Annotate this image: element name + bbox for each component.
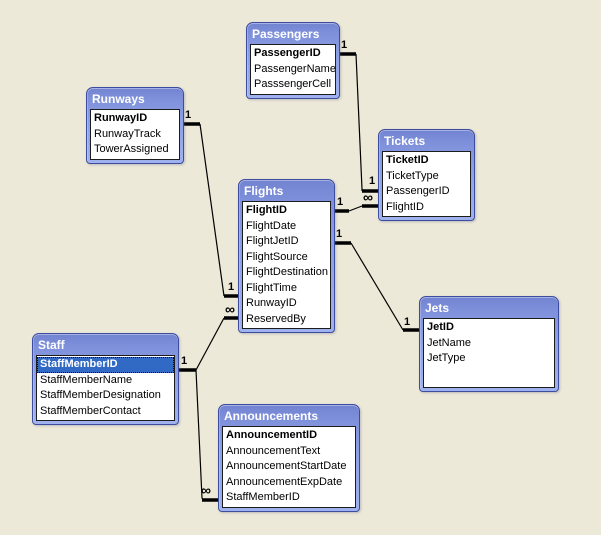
relationship-staff-flights[interactable]: [177, 316, 239, 372]
table-tickets-title[interactable]: Tickets: [384, 134, 426, 148]
relationship-runways-flights[interactable]: [182, 122, 239, 298]
field-row[interactable]: FlightID: [386, 200, 424, 213]
field-row[interactable]: FlightID: [246, 204, 287, 216]
table-flights-fields: FlightID FlightDate FlightJetID FlightSo…: [242, 201, 331, 329]
table-runways[interactable]: Runways RunwayID RunwayTrack TowerAssign…: [86, 87, 184, 164]
cardinality-label: 1: [337, 196, 344, 208]
field-row[interactable]: TicketID: [386, 154, 429, 166]
field-row[interactable]: StaffMemberID: [226, 491, 300, 503]
field-row[interactable]: AnnouncementExpDate: [226, 475, 343, 488]
table-flights-title[interactable]: Flights: [244, 184, 284, 198]
field-row[interactable]: FlightJetID: [246, 235, 299, 247]
field-row[interactable]: RunwayID: [246, 297, 297, 309]
field-row-selected[interactable]: StaffMemberID: [37, 357, 174, 373]
table-staff-title[interactable]: Staff: [38, 338, 65, 352]
cardinality-label: ∞: [363, 189, 373, 205]
field-row[interactable]: JetID: [427, 321, 454, 333]
cardinality-label: 1: [404, 316, 411, 328]
cardinality-label: 1: [185, 109, 192, 121]
field-row[interactable]: AnnouncementText: [226, 444, 321, 457]
field-row[interactable]: PassengerID: [386, 185, 450, 197]
field-row[interactable]: FlightDestination: [246, 266, 328, 278]
table-jets-title[interactable]: Jets: [425, 301, 450, 315]
table-jets-fields: JetID JetName JetType: [423, 318, 555, 388]
field-row[interactable]: RunwayID: [94, 112, 148, 124]
field-row[interactable]: StaffMemberContact: [40, 404, 141, 417]
table-passengers-title[interactable]: Passengers: [252, 27, 320, 41]
cardinality-label: 1: [341, 39, 348, 51]
field-row[interactable]: StaffMemberName: [40, 373, 133, 386]
field-row[interactable]: TowerAssigned: [94, 143, 169, 155]
field-row[interactable]: AnnouncementID: [226, 429, 318, 441]
cardinality-label: 1: [369, 175, 376, 187]
field-row[interactable]: JetName: [427, 336, 472, 349]
field-row[interactable]: FlightSource: [246, 250, 308, 263]
table-jets[interactable]: Jets JetID JetName JetType: [419, 296, 559, 392]
field-row[interactable]: ReservedBy: [246, 312, 306, 325]
field-row[interactable]: AnnouncementStartDate: [226, 460, 347, 472]
cardinality-label: 1: [336, 228, 343, 240]
table-tickets[interactable]: Tickets TicketID TicketType PassengerID …: [378, 129, 475, 221]
cardinality-label: 1: [181, 355, 188, 367]
relationship-passengers-tickets[interactable]: [338, 52, 379, 193]
table-announcements[interactable]: Announcements AnnouncementID Announcemen…: [218, 404, 360, 512]
relationship-flights-tickets[interactable]: [333, 204, 379, 213]
cardinality-label: ∞: [225, 301, 235, 317]
field-row[interactable]: PassengerID: [254, 47, 321, 59]
table-passengers-fields: PassengerID PassengerName PasssengerCell: [250, 44, 336, 95]
table-tickets-fields: TicketID TicketType PassengerID FlightID: [382, 151, 471, 217]
field-row[interactable]: TicketType: [386, 169, 439, 182]
table-announcements-fields: AnnouncementID AnnouncementText Announce…: [222, 426, 356, 508]
table-announcements-title[interactable]: Announcements: [224, 409, 319, 423]
table-passengers[interactable]: Passengers PassengerID PassengerName Pas…: [246, 22, 340, 99]
table-runways-fields: RunwayID RunwayTrack TowerAssigned: [90, 109, 180, 160]
table-runways-title[interactable]: Runways: [92, 92, 145, 106]
field-row[interactable]: FlightDate: [246, 219, 297, 232]
table-flights[interactable]: Flights FlightID FlightDate FlightJetID …: [238, 179, 335, 333]
cardinality-label: 1: [228, 281, 235, 293]
table-staff[interactable]: Staff StaffMemberID StaffMemberName Staf…: [32, 333, 179, 425]
field-row[interactable]: PasssengerCell: [254, 78, 332, 90]
field-row[interactable]: FlightTime: [246, 281, 297, 294]
field-row[interactable]: StaffMemberDesignation: [40, 389, 161, 401]
field-row[interactable]: RunwayTrack: [94, 127, 161, 140]
field-row[interactable]: JetType: [427, 352, 466, 364]
cardinality-label: ∞: [201, 482, 211, 498]
table-staff-fields: StaffMemberID StaffMemberName StaffMembe…: [36, 355, 175, 421]
relationship-staff-announcements[interactable]: [195, 369, 219, 502]
field-row[interactable]: PassengerName: [254, 62, 335, 75]
relationship-flights-jets[interactable]: [333, 241, 420, 332]
